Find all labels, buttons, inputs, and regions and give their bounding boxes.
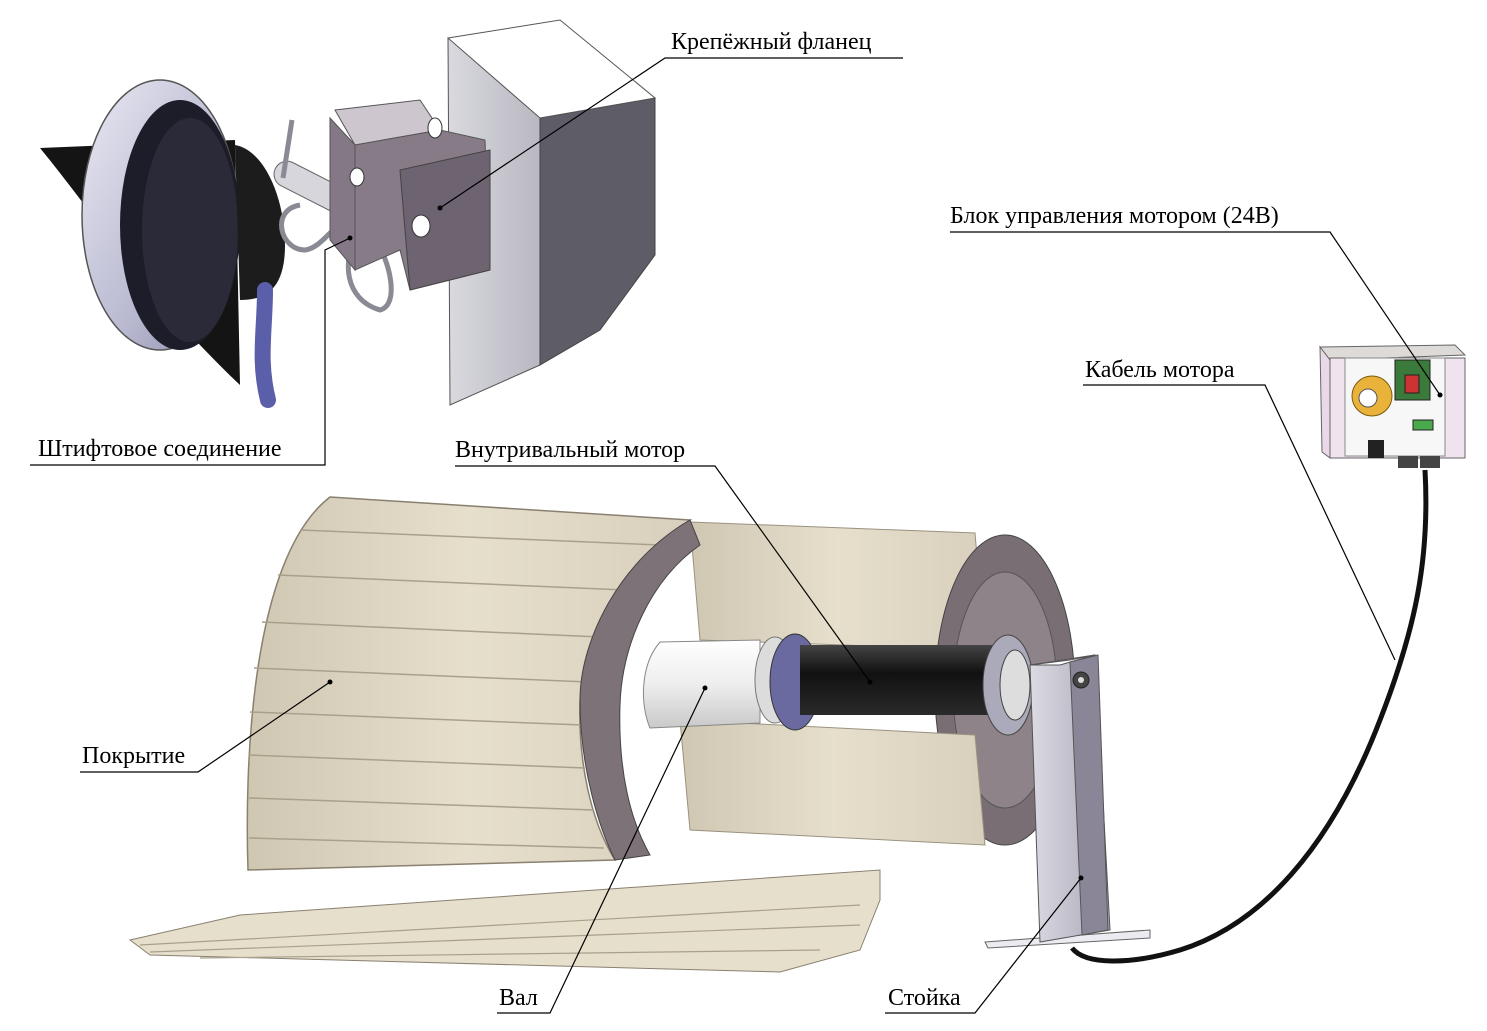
label-motor-control-unit: Блок управления мотором (24В) — [950, 203, 1279, 229]
motor-head-collar — [235, 145, 285, 300]
label-cover: Покрытие — [82, 743, 186, 769]
label-post: Стойка — [888, 985, 961, 1011]
curtain-bottom-slats — [128, 869, 881, 973]
label-tubular-motor: Внутривальный мотор — [455, 437, 686, 463]
leader-tubular-motor — [455, 465, 871, 683]
leader-control-unit — [950, 231, 1441, 396]
flange-detail-view — [40, 19, 657, 408]
motor-cable-stub — [254, 282, 276, 408]
leader-motor-cable — [1083, 384, 1396, 661]
mounting-flange-bracket — [329, 99, 491, 291]
curtain-slat-lines — [248, 529, 661, 849]
wall-block-side — [539, 97, 656, 366]
label-mounting-flange: Крепёжный фланец — [671, 29, 872, 55]
leader-dots — [327, 205, 1443, 881]
motor-control-box — [1318, 344, 1467, 468]
label-motor-cable: Кабель мотора — [1085, 357, 1235, 383]
leader-shaft — [497, 687, 706, 1014]
support-post — [984, 654, 1151, 949]
leader-cover — [80, 681, 331, 773]
label-pin-connection: Штифтовое соединение — [38, 436, 282, 462]
motor-cable — [1070, 469, 1429, 964]
shaft — [642, 639, 761, 729]
leader-lines — [30, 57, 1441, 1014]
roller-assembly — [128, 496, 1151, 973]
tubular-motor-body — [800, 645, 1000, 715]
leader-post — [885, 877, 1082, 1014]
wall-block-top — [446, 19, 657, 119]
leader-pin-connection — [30, 237, 351, 466]
leader-mounting-flange — [439, 57, 903, 209]
label-shaft: Вал — [499, 985, 538, 1011]
